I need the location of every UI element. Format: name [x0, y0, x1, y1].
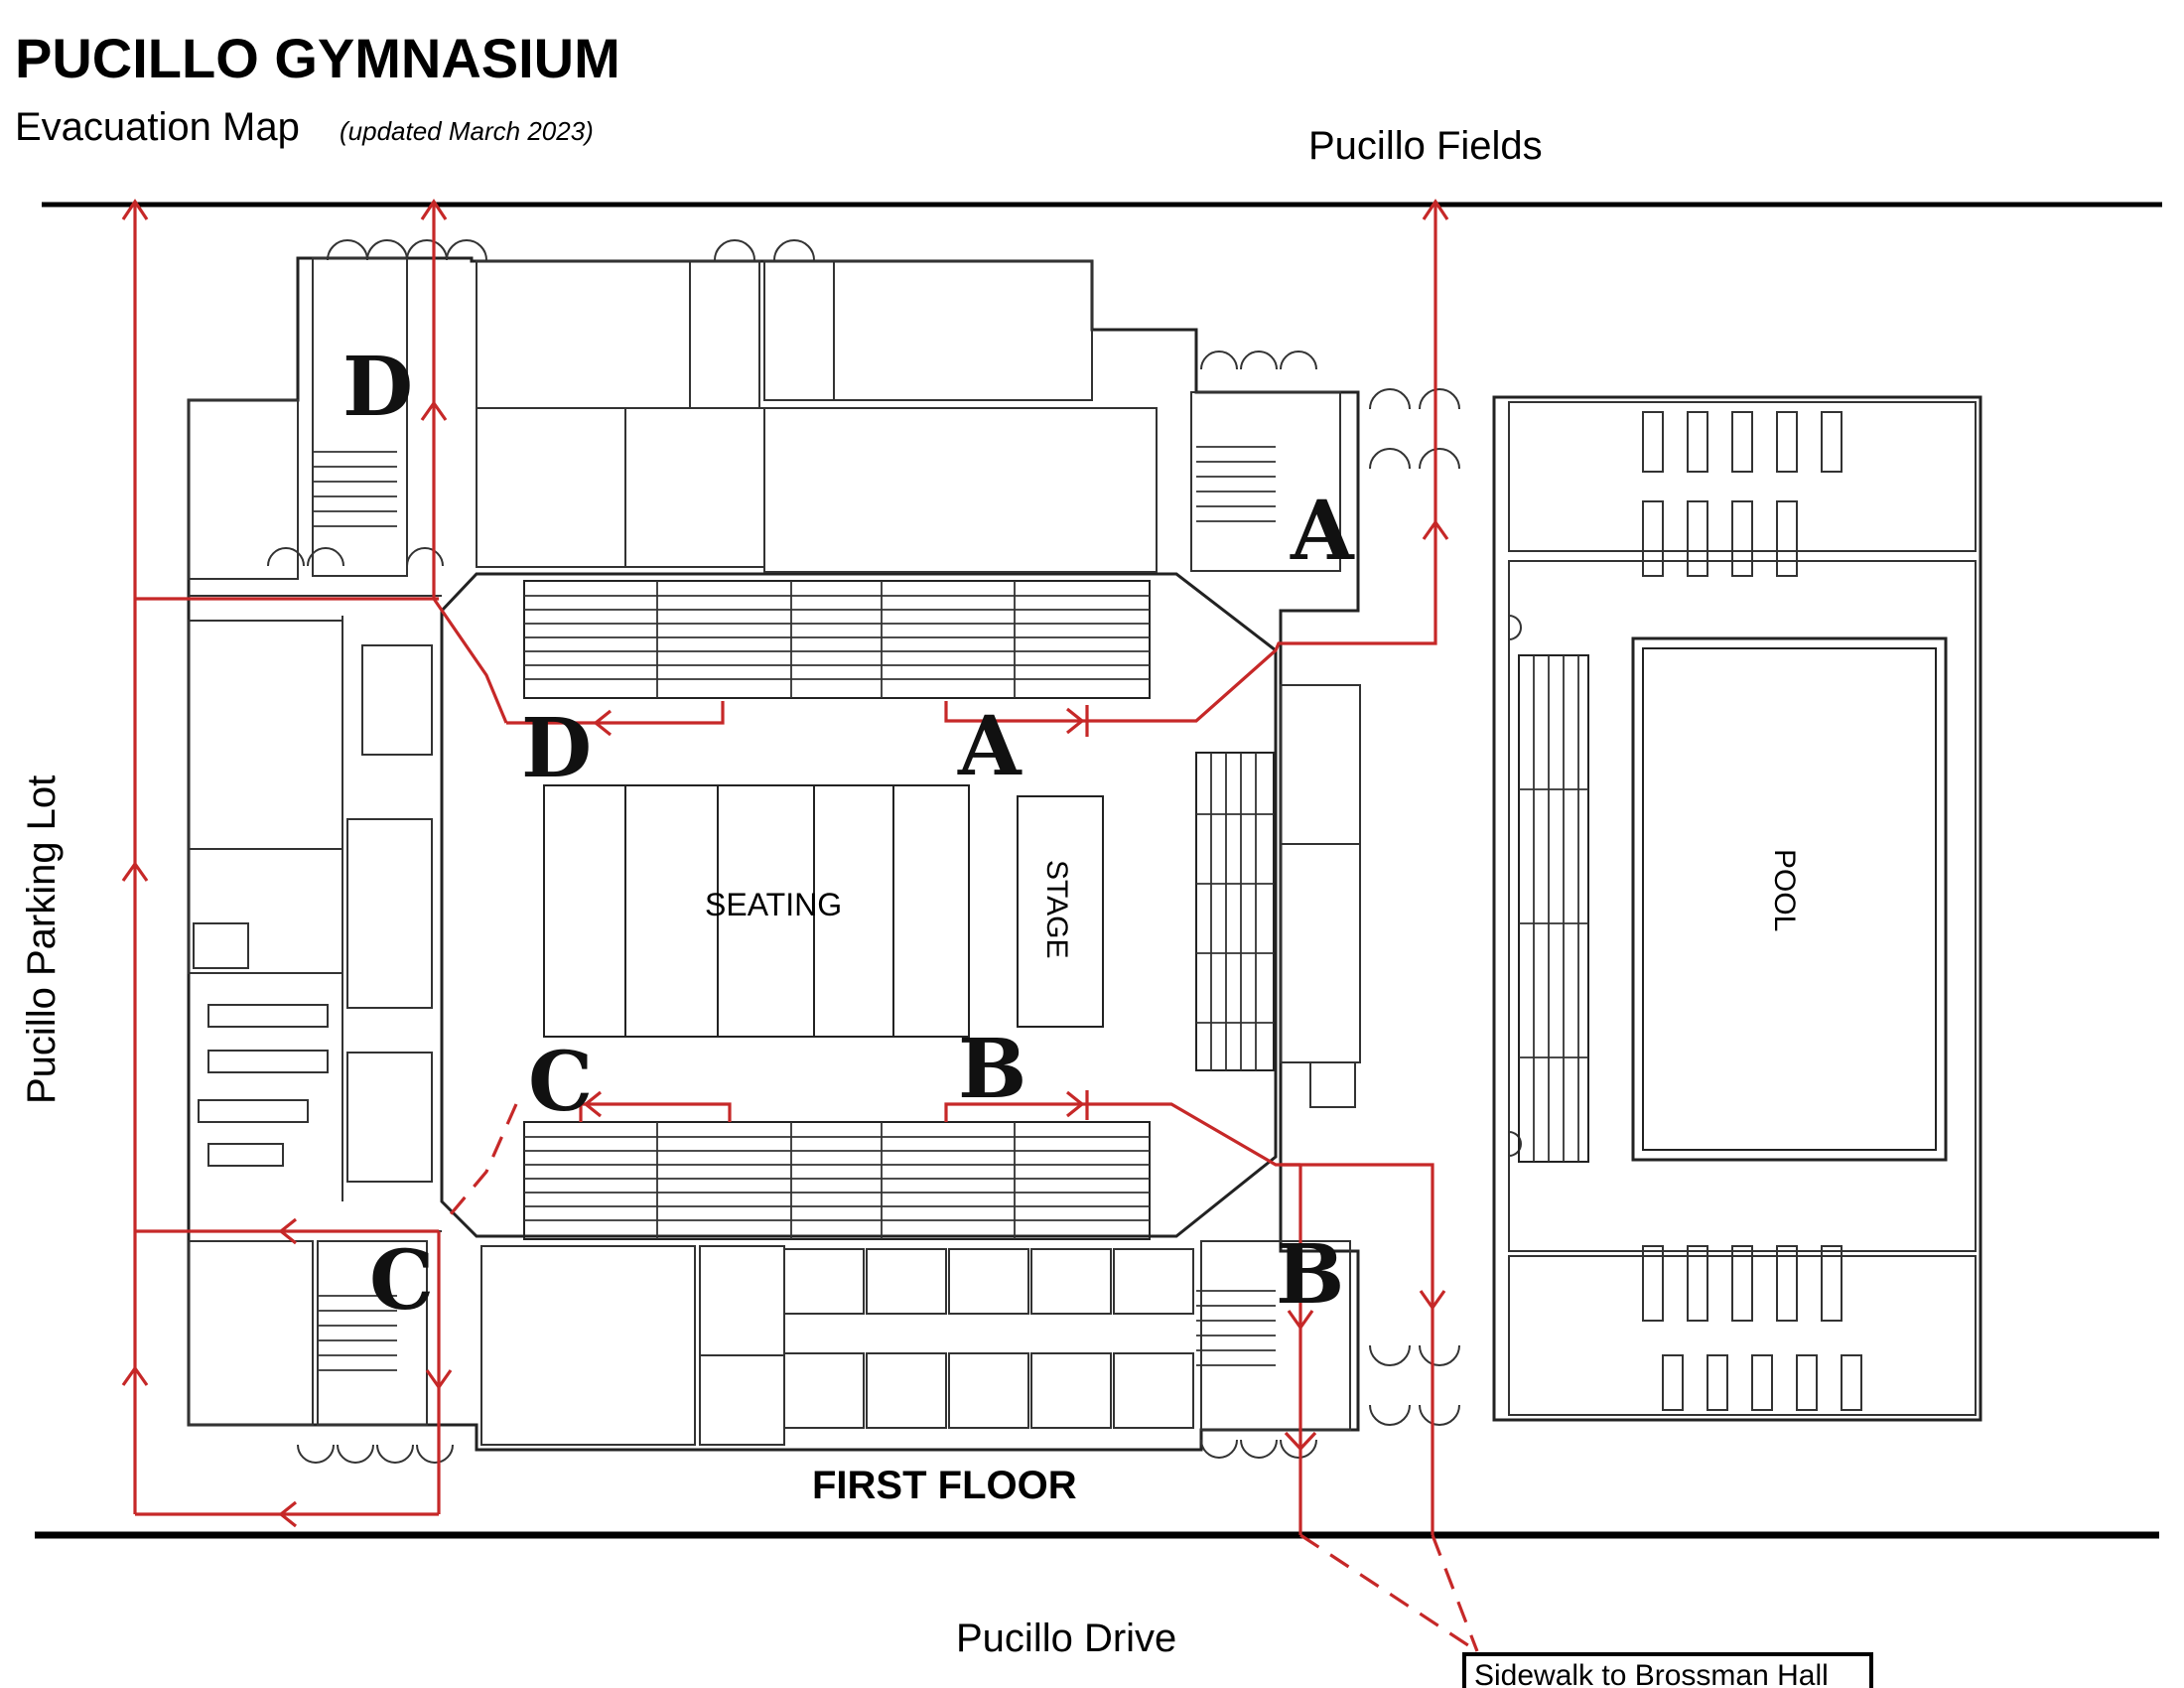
exit-marker-a-floor: A — [957, 699, 1023, 794]
stairwell-b — [1196, 1290, 1276, 1366]
label-south: Pucillo Drive — [956, 1617, 1176, 1660]
locker-rows-south — [1642, 1245, 1862, 1411]
sidewalk-label-box: Sidewalk to Brossman Hall — [1462, 1652, 1873, 1688]
stairwell-c — [318, 1295, 397, 1371]
exit-marker-d-stairs: D — [342, 340, 413, 435]
exit-marker-a-stairs: A — [1290, 484, 1355, 579]
pool-basin — [1631, 636, 1948, 1162]
label-west: Pucillo Parking Lot — [20, 775, 64, 1104]
evacuation-routes — [121, 199, 1479, 1653]
building-floorplan — [187, 239, 1982, 1464]
seating-label: SEATING — [705, 887, 842, 922]
exit-marker-d-floor: D — [521, 701, 592, 796]
map-subtitle: Evacuation Map — [15, 105, 300, 149]
updated-date: (updated March 2023) — [340, 116, 594, 146]
map-title: PUCILLO GYMNASIUM — [15, 27, 620, 89]
label-north: Pucillo Fields — [1308, 124, 1543, 168]
stairwell-d — [313, 451, 397, 527]
east-bleachers — [1195, 752, 1275, 1071]
pool-bleachers — [1518, 654, 1589, 1163]
stage-area — [1017, 795, 1104, 1028]
exit-marker-b-stairs: B — [1276, 1227, 1344, 1323]
sidewalk-label: Sidewalk to Brossman Hall — [1474, 1659, 1829, 1688]
pool-label: POOL — [1768, 849, 1801, 931]
west-wing-desks — [193, 922, 329, 1167]
exit-marker-b-floor: B — [958, 1022, 1026, 1117]
seating-area — [543, 784, 970, 1038]
stairwell-a — [1196, 446, 1276, 522]
floor-label: FIRST FLOOR — [812, 1464, 1077, 1507]
stage-label: STAGE — [1040, 860, 1073, 958]
south-bleachers — [523, 1121, 1151, 1240]
exit-marker-c-stairs: C — [369, 1233, 434, 1329]
door-swings — [267, 239, 1522, 1464]
north-bleachers — [523, 580, 1151, 699]
exit-marker-c-floor: C — [528, 1035, 593, 1130]
south-classrooms — [783, 1248, 1194, 1429]
locker-rows-north — [1642, 411, 1843, 577]
